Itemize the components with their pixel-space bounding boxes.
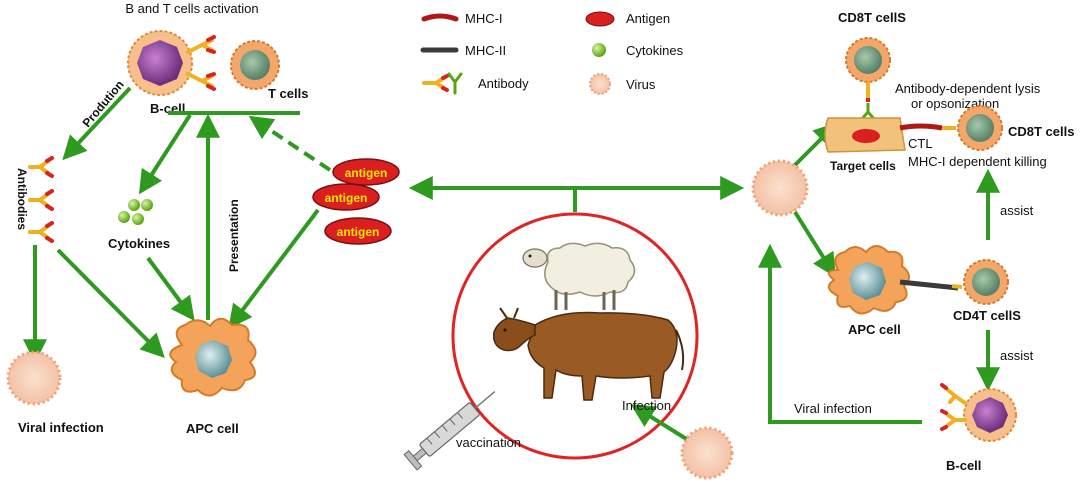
mhc2-link	[899, 279, 959, 291]
bar-to-cytokines-arrow	[138, 113, 192, 195]
antigen-legend-icon	[585, 11, 615, 27]
apc-cell-right	[827, 245, 910, 315]
prodution-label: Prodution	[80, 78, 127, 130]
antigen-cluster: antigen antigen antigen	[312, 158, 400, 245]
cytokines-left-label: Cytokines	[108, 236, 170, 251]
left-title: B and T cells activation	[125, 1, 258, 16]
mhc1-killing-label: MHC-I dependent killing	[908, 154, 1047, 169]
apc-right-label: APC cell	[848, 322, 901, 337]
antigen-text-2: antigen	[325, 191, 368, 205]
cytokines-legend-icon	[592, 43, 606, 57]
virus-left	[6, 350, 62, 406]
antigen-to-bar-dashed-arrow	[248, 115, 332, 172]
prodution-arrow	[62, 86, 132, 161]
cytokines-left	[118, 199, 153, 225]
bcell-right-label: B-cell	[946, 458, 981, 473]
cd8-cell-top	[845, 37, 891, 121]
cytokines-to-apc-arrow	[146, 256, 195, 321]
legend-mhc2: MHC-II	[465, 43, 506, 58]
antigen-oval-3	[324, 217, 392, 245]
tcell-left-label: T cells	[268, 86, 308, 101]
antibody-legend-icon	[422, 72, 463, 95]
target-label: Target cells	[830, 159, 896, 173]
virus-center	[680, 426, 734, 480]
legend-antibody: Antibody	[478, 76, 529, 91]
syringe-icon	[403, 391, 496, 471]
virus-right	[751, 159, 809, 217]
cow	[492, 307, 685, 401]
viral-infection-path	[758, 243, 922, 424]
antibodies-to-apc-arrow	[56, 248, 165, 358]
presentation-label: Presentation	[227, 199, 241, 272]
virus-legend-icon	[589, 73, 611, 95]
antigen-to-apc-arrow	[228, 208, 320, 329]
cd4-cell	[963, 259, 1009, 305]
antigen-text-3: antigen	[337, 225, 380, 239]
infection-label: Infection	[622, 398, 671, 413]
assist-top-label: assist	[1000, 203, 1034, 218]
cd8-cell-right	[957, 105, 1003, 151]
antigen-oval-1	[332, 158, 400, 186]
vaccination-label: vaccination	[456, 435, 521, 450]
mhc1-link	[899, 123, 943, 131]
assist-bottom-label: assist	[1000, 348, 1034, 363]
mhc1-legend-icon	[421, 13, 459, 22]
cd8-top-label: CD8T cellS	[838, 10, 906, 25]
sheep	[522, 242, 636, 310]
target-cell	[824, 117, 906, 153]
virus-to-target-arrow	[793, 122, 838, 167]
legend-cytokines: Cytokines	[626, 43, 684, 58]
antigen-text-1: antigen	[345, 166, 388, 180]
apc-cell-left	[169, 317, 257, 397]
antibodies-group	[28, 156, 54, 243]
cd4-receptor	[951, 284, 963, 289]
antigen-oval-2	[312, 183, 380, 211]
legend-mhc1: MHC-I	[465, 11, 503, 26]
legend-virus: Virus	[626, 77, 656, 92]
legend-antigen: Antigen	[626, 11, 670, 26]
viral-infection-left-label: Viral infection	[18, 420, 104, 435]
virus-to-apc-arrow	[793, 210, 836, 278]
infection-arrow	[630, 404, 690, 442]
viral-infection-right-label: Viral infection	[794, 401, 872, 416]
apc-left-label: APC cell	[186, 421, 239, 436]
legend: MHC-I MHC-II Antibody Antigen Cytokines …	[420, 11, 684, 95]
bcell-right	[940, 383, 1017, 442]
lysis-label-line1: Antibody-dependent lysis	[895, 81, 1041, 96]
bcell-left	[127, 30, 216, 96]
ctl-label: CTL	[908, 136, 933, 151]
cd8-right-label: CD8T cells	[1008, 124, 1074, 139]
tcell-left	[230, 40, 280, 90]
antibodies-label: Antibodies	[15, 168, 29, 230]
cd4-label: CD4T cellS	[953, 308, 1021, 323]
